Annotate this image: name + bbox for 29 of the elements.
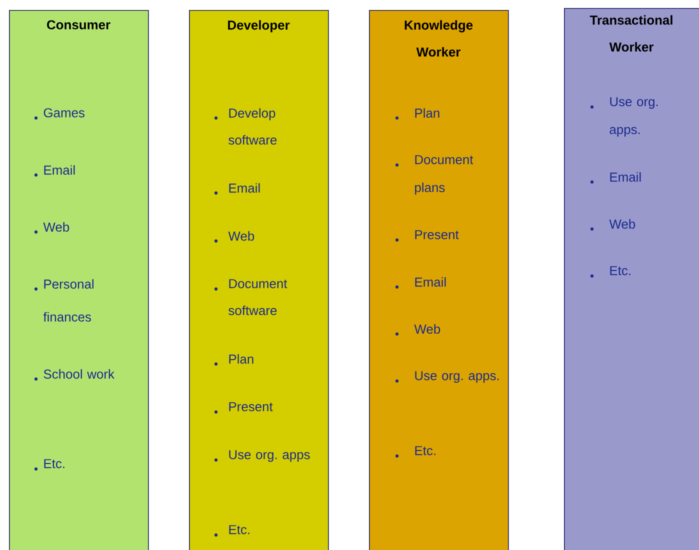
column-heading: Knowledge Worker bbox=[404, 20, 473, 57]
bullet-item: Document software bbox=[214, 279, 288, 316]
bullet-item: Personal finances bbox=[34, 279, 94, 322]
bullet-item: Plan bbox=[395, 108, 440, 120]
column-heading: Transactional Worker bbox=[590, 15, 672, 52]
bullet-item: Web bbox=[214, 231, 254, 243]
bullet-item: Use org. apps. bbox=[395, 371, 499, 383]
bullet-item: Email bbox=[34, 165, 75, 177]
bullet-item: Games bbox=[34, 108, 84, 120]
bullet-item: Web bbox=[395, 324, 440, 336]
bullet-item: Email bbox=[214, 183, 260, 195]
bullet-item: Web bbox=[590, 219, 636, 231]
bullet-item: Use org. apps. bbox=[590, 97, 658, 137]
bullet-item: Develop software bbox=[214, 108, 277, 145]
column-heading: Developer bbox=[228, 20, 290, 32]
bullet-item: Web bbox=[34, 222, 70, 234]
bullet-item: Etc. bbox=[214, 525, 250, 537]
bullet-item: Present bbox=[395, 230, 459, 242]
bullet-item: Email bbox=[590, 172, 641, 184]
bullet-item: Email bbox=[395, 277, 446, 289]
bullet-item: Present bbox=[214, 402, 273, 414]
bullet-item: Plan bbox=[214, 354, 254, 366]
bullet-item: Etc. bbox=[34, 459, 64, 471]
bullet-item: Etc. bbox=[590, 266, 630, 278]
bullet-item: Use org. apps bbox=[214, 450, 310, 462]
bullet-item: Etc. bbox=[395, 446, 436, 458]
column-heading: Consumer bbox=[47, 20, 110, 30]
bullet-item: Document plans bbox=[395, 155, 474, 195]
bullet-item: School work bbox=[34, 369, 114, 381]
